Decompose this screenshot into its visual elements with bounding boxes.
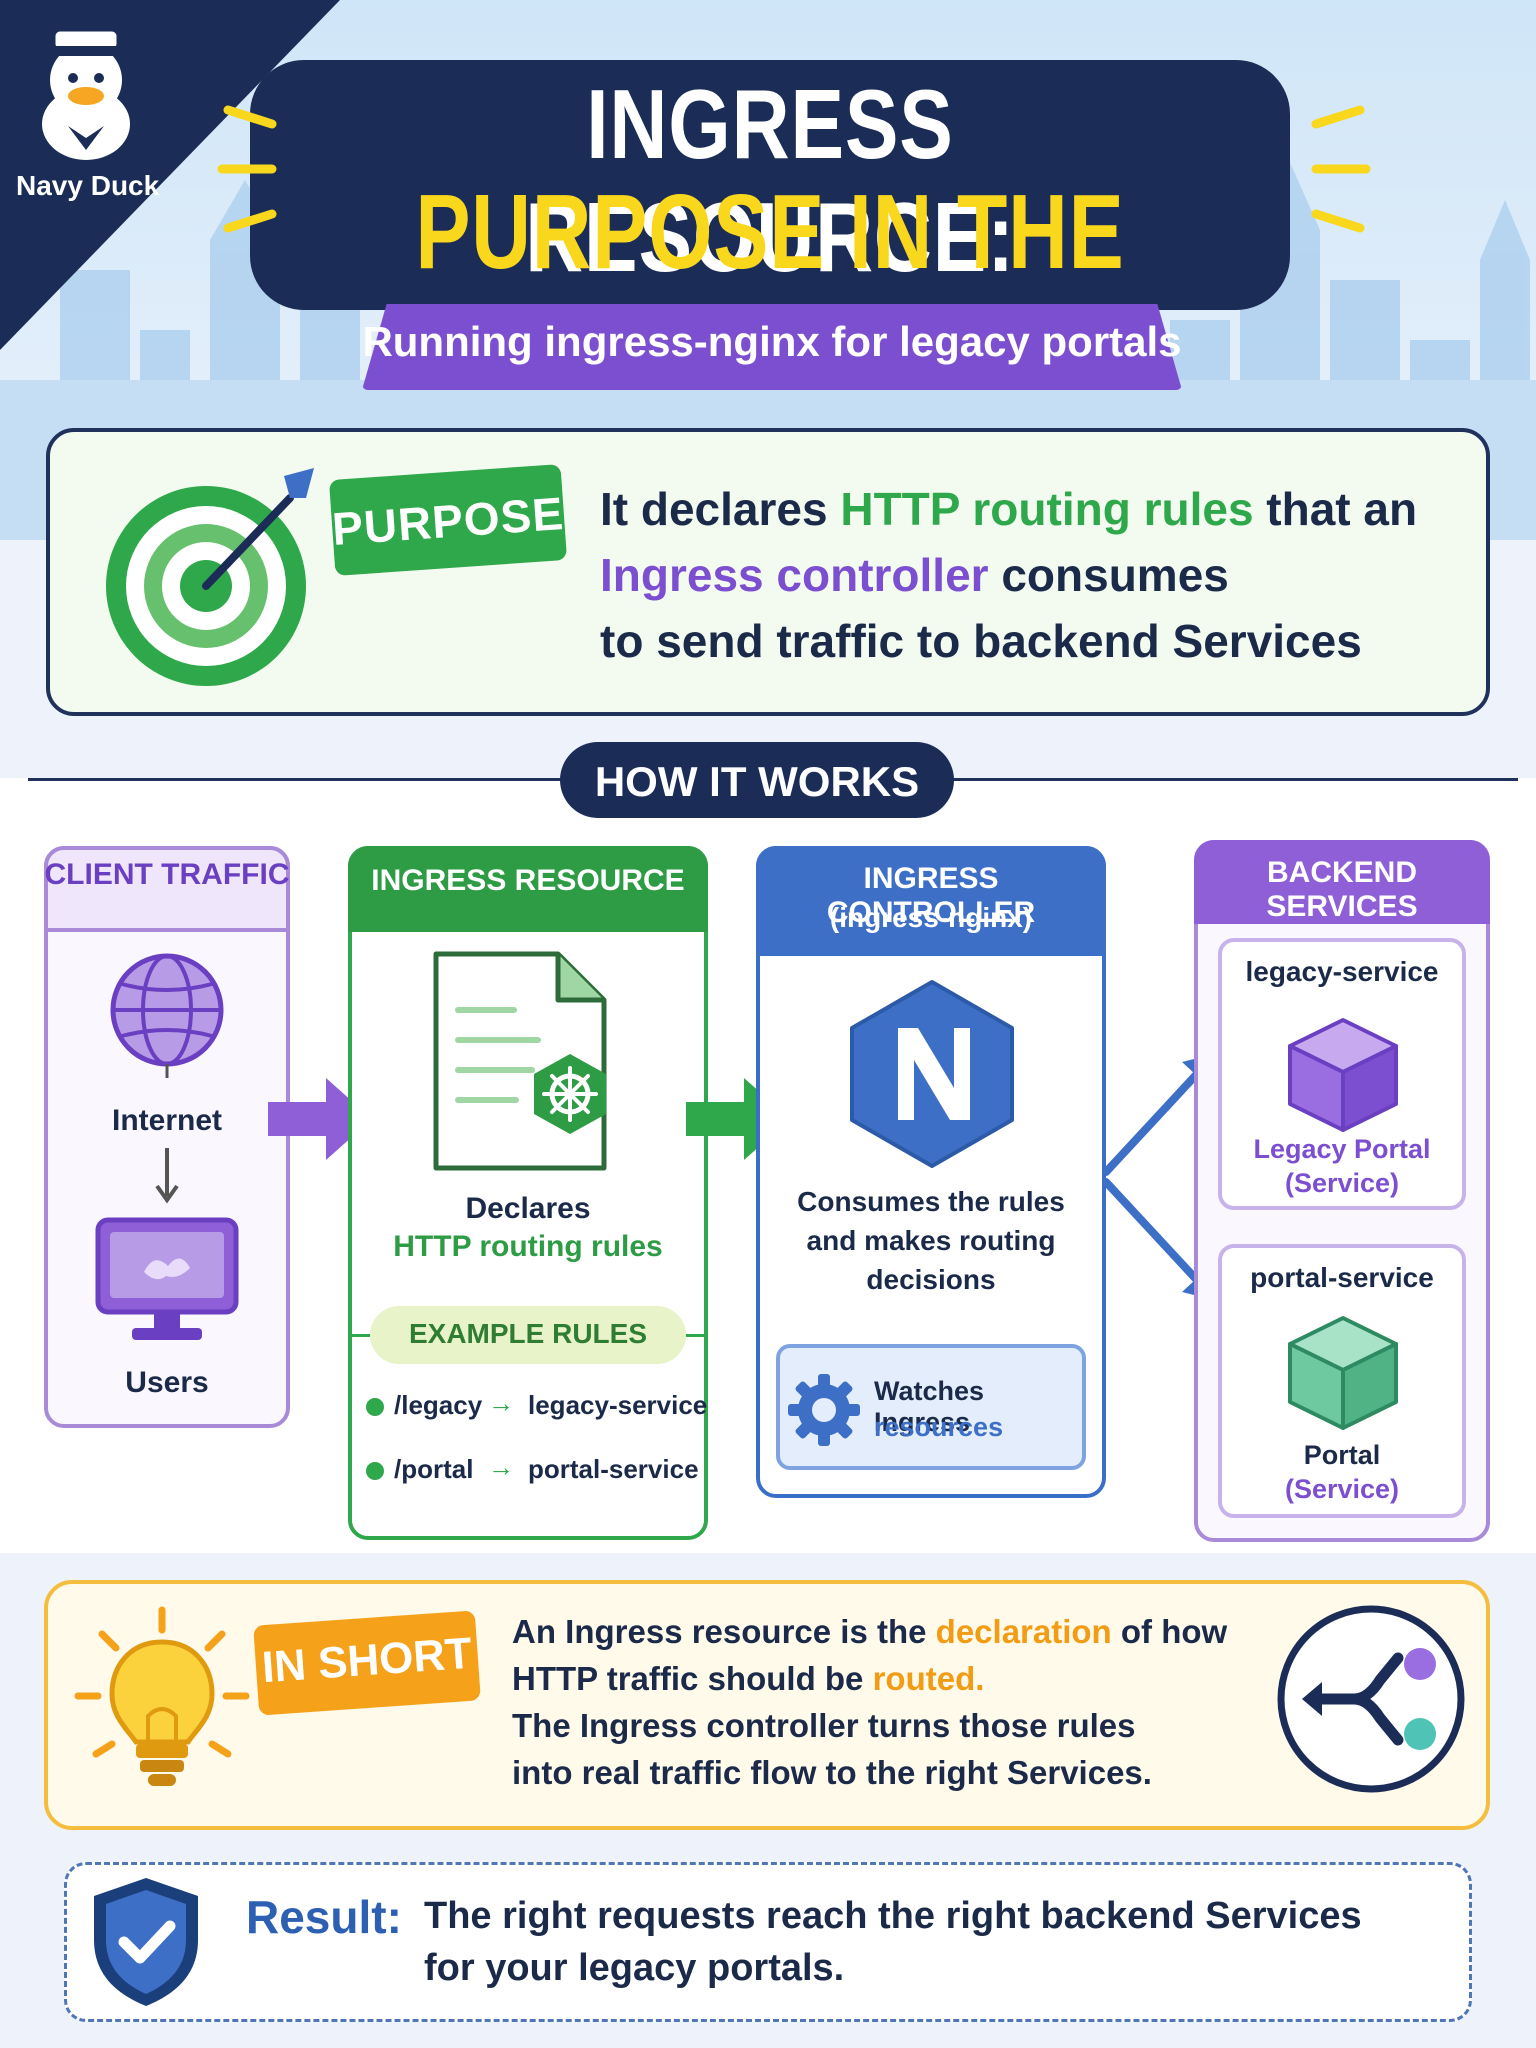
result-label: Result: (246, 1891, 402, 1943)
ingress-controller-header: INGRESS CONTROLLER (826, 862, 1036, 929)
portal-service-name: portal-service (1250, 1262, 1434, 1293)
rule-target-portal: portal-service (528, 1454, 699, 1484)
ingress-controller-subheader: (ingress-nginx) (829, 902, 1033, 933)
backend-services-header-bg (1194, 840, 1490, 924)
in-short-text: An Ingress resource is the declaration o… (512, 1613, 1228, 1791)
rule-path-portal: /portal (394, 1454, 474, 1484)
brand-name: Navy Duck (16, 170, 160, 201)
client-traffic-header-bg (44, 846, 290, 932)
shield-check-icon (94, 1878, 198, 2006)
document-helm-icon (433, 951, 607, 1171)
http-routing-rules-label: HTTP routing rules (393, 1230, 663, 1263)
arrow-down-icon (155, 1148, 179, 1204)
watches-ingress-line1: Watches Ingress (874, 1376, 985, 1437)
arrow-right-icon (268, 1078, 372, 1160)
rule-arrow-icon: → (488, 1388, 514, 1418)
highlight-declaration: declaration (935, 1613, 1112, 1650)
rule-arrow-icon: → (488, 1452, 514, 1482)
legacy-service-name: legacy-service (1245, 956, 1439, 987)
subtitle-ribbon (362, 304, 1182, 390)
nginx-hexagon-icon (850, 980, 1014, 1168)
legacy-portal-kind: (Service) (1284, 1168, 1400, 1198)
internet-label: Internet (111, 1104, 222, 1137)
rule-bullet (366, 1462, 384, 1480)
result-card (64, 1862, 1472, 2022)
declares-label: Declares (465, 1192, 591, 1225)
example-rules-label: EXAMPLE RULES (408, 1318, 648, 1349)
how-it-works-label: HOW IT WORKS (594, 758, 920, 805)
controller-description: Consumes the rules and makes routing dec… (797, 1186, 1065, 1295)
users-label: Users (125, 1366, 209, 1399)
title-banner (250, 60, 1290, 310)
highlight-routed: routed. (872, 1660, 985, 1697)
backend-services-header: BACKEND SERVICES (1266, 856, 1418, 923)
lightbulb-icon (74, 1606, 250, 1786)
rule-path-legacy: /legacy (394, 1390, 483, 1420)
legacy-portal-title: Legacy Portal (1253, 1134, 1431, 1164)
target-arrow-icon (106, 468, 314, 686)
rule-target-legacy: legacy-service (528, 1390, 708, 1420)
split-arrows-icon (1277, 1605, 1465, 1793)
gear-icon (788, 1374, 860, 1446)
globe-icon (110, 953, 224, 1078)
how-it-works-pill (560, 742, 954, 818)
watches-ingress-line2: resources (874, 1412, 1004, 1442)
page-title-line1: INGRESS RESOURCE: (525, 69, 1015, 292)
rule-bullet (366, 1398, 384, 1416)
burst-lines-left (217, 105, 277, 233)
client-traffic-header: CLIENT TRAFFIC (44, 858, 290, 891)
cube-icon (1288, 1316, 1398, 1430)
portal-title: Portal (1303, 1440, 1381, 1470)
example-rules-pill (370, 1306, 686, 1364)
page-subtitle: Running ingress-nginx for legacy portals (362, 318, 1182, 365)
purpose-highlight-controller: Ingress controller (600, 549, 989, 601)
purpose-statement: It declares HTTP routing rules that an I… (600, 483, 1418, 667)
cube-icon (1288, 1018, 1398, 1132)
ingress-controller-header-bg (756, 846, 1106, 956)
duck-mascot-icon (42, 28, 130, 160)
ingress-resource-header-bg (348, 846, 708, 932)
purpose-highlight-rules: HTTP routing rules (840, 483, 1254, 535)
ingress-resource-header: INGRESS RESOURCE (371, 864, 685, 897)
burst-lines-right (1311, 105, 1371, 233)
monitor-icon (95, 1217, 239, 1340)
portal-kind: (Service) (1284, 1474, 1400, 1504)
result-text: The right requests reach the right backe… (424, 1895, 1362, 1989)
